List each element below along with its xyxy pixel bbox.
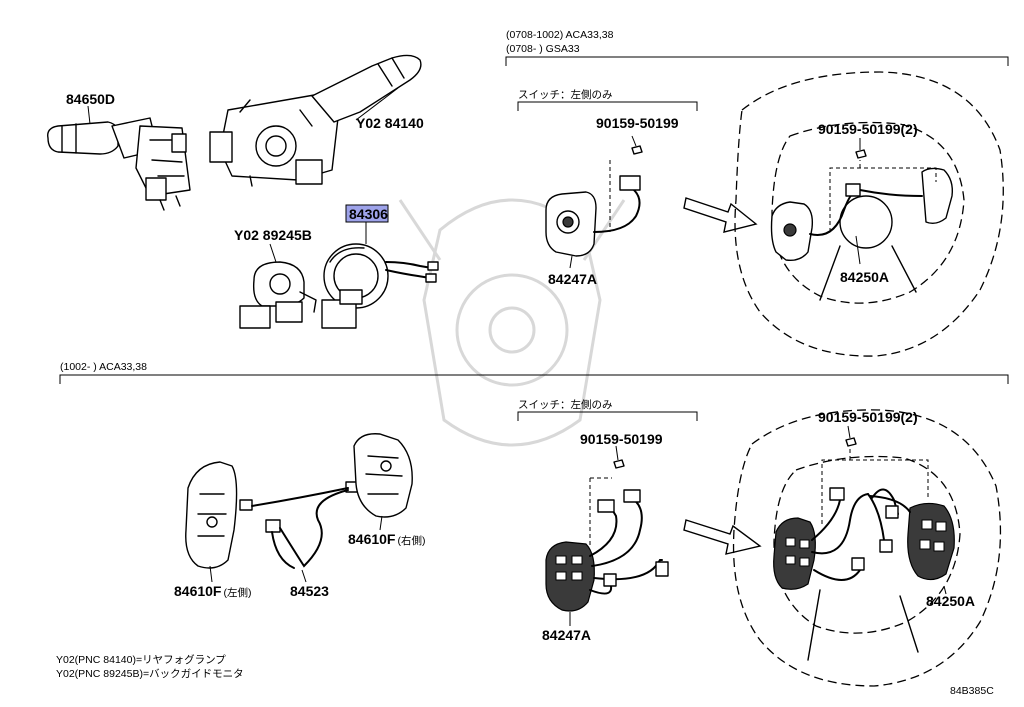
label-90159x2-top[interactable]: 90159-50199(2) <box>818 121 918 137</box>
top-switch-label: スイッチ：左側のみ <box>518 88 613 101</box>
label-84140[interactable]: Y02 84140 <box>356 115 424 131</box>
label-84610F-left[interactable]: 84610F(左側) <box>174 583 251 599</box>
label-90159-bottom[interactable]: 90159-50199 <box>580 431 663 447</box>
steering-wheel-bottom <box>732 409 1002 687</box>
part-84250A-bottom-drawing[interactable] <box>773 425 955 595</box>
top-section-header-1: (0708-1002) ACA33,38 <box>506 29 614 41</box>
label-90159-top[interactable]: 90159-50199 <box>596 115 679 131</box>
part-84247A-top-drawing[interactable] <box>545 135 643 269</box>
label-84306-highlight[interactable] <box>345 204 389 223</box>
note-line-2: Y02(PNC 89245B)=バックガイドモニタ <box>56 668 244 680</box>
label-84523[interactable]: 84523 <box>290 583 329 599</box>
label-84306[interactable]: 84306 <box>349 206 388 222</box>
label-84650D[interactable]: 84650D <box>66 91 115 107</box>
label-84250A-bottom[interactable]: 84250A <box>926 593 975 609</box>
part-89245B-drawing[interactable] <box>239 243 317 329</box>
part-84306-drawing[interactable] <box>321 222 439 329</box>
bottom-arrow <box>683 519 762 555</box>
part-84523-drawing[interactable] <box>239 481 359 583</box>
diagram-code: 84B385C <box>950 685 994 697</box>
label-89245B[interactable]: Y02 89245B <box>234 227 312 243</box>
part-84250A-top-drawing[interactable] <box>770 138 954 265</box>
top-arrow <box>683 197 758 233</box>
label-84610F-right[interactable]: 84610F(右側) <box>348 531 425 547</box>
part-84140-drawing[interactable] <box>209 54 422 187</box>
bottom-section-frame: (1002- ) ACA33,38 スイッチ：左側のみ <box>59 361 1009 421</box>
label-84250A-top[interactable]: 84250A <box>840 269 889 285</box>
bottom-section-header: (1002- ) ACA33,38 <box>60 361 147 373</box>
note-line-1: Y02(PNC 84140)=リヤフォグランプ <box>56 653 226 666</box>
top-section-frame: (0708-1002) ACA33,38 (0708- ) GSA33 スイッチ… <box>505 29 1009 111</box>
label-84247A-top[interactable]: 84247A <box>548 271 597 287</box>
bottom-switch-label: スイッチ：左側のみ <box>518 398 613 411</box>
part-84247A-bottom-drawing[interactable] <box>545 445 669 626</box>
top-section-header-2: (0708- ) GSA33 <box>506 43 580 55</box>
part-84650D-drawing[interactable] <box>47 105 191 211</box>
part-84610F-left-drawing[interactable] <box>185 461 238 583</box>
label-84247A-bottom[interactable]: 84247A <box>542 627 591 643</box>
part-84610F-right-drawing[interactable] <box>353 433 413 531</box>
label-90159x2-bottom[interactable]: 90159-50199(2) <box>818 409 918 425</box>
